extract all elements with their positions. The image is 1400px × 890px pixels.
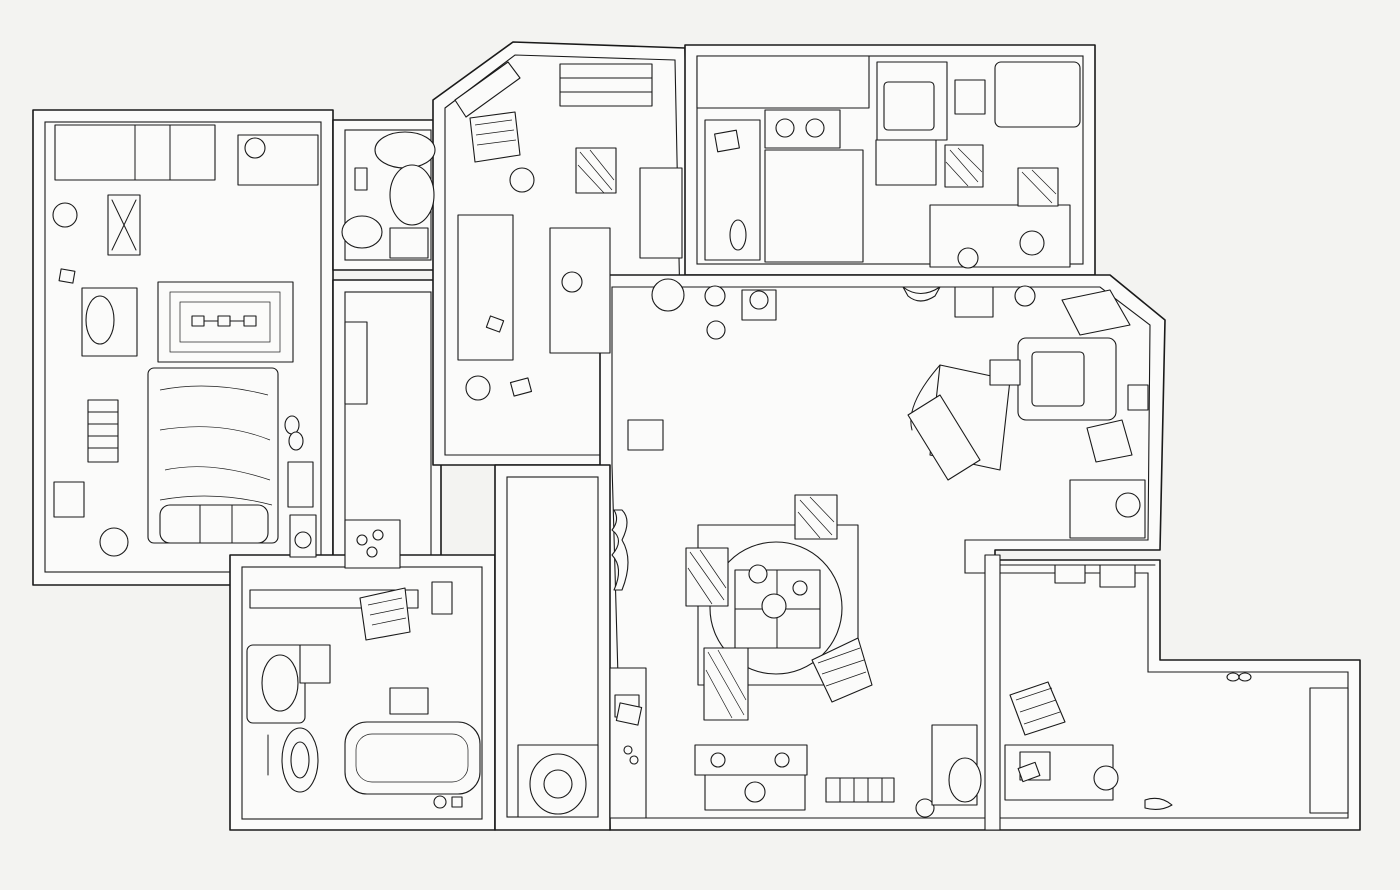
flower-box	[344, 519, 401, 569]
corner-table	[1061, 289, 1131, 336]
bath-mat	[389, 227, 429, 259]
living-bottom-wall	[694, 724, 982, 818]
toilet-room	[341, 131, 436, 259]
office-chair	[1009, 681, 1066, 736]
annex-wall	[984, 554, 1001, 831]
radiator-living	[825, 777, 895, 803]
dining-area	[685, 494, 873, 721]
box	[627, 419, 664, 451]
coat-rack	[611, 509, 629, 591]
flower-pot	[744, 781, 766, 803]
drum	[948, 757, 982, 803]
hand-basin	[341, 215, 383, 249]
bathtub	[344, 721, 481, 795]
dishwasher	[875, 139, 937, 186]
closet	[344, 321, 401, 569]
armchair-cushion	[907, 394, 981, 481]
coffee-cup-tray	[989, 359, 1021, 386]
refrigerator	[994, 61, 1081, 128]
side-table-living	[954, 286, 994, 318]
side-table	[53, 481, 85, 518]
dining-counter	[929, 204, 1071, 268]
toilet	[389, 164, 435, 226]
mirror-bath	[431, 581, 453, 615]
note-card	[1127, 384, 1149, 411]
annex-shelf	[1309, 687, 1349, 814]
shelf	[344, 321, 368, 405]
living-room	[704, 285, 1149, 539]
cup	[792, 580, 808, 596]
bedroom	[52, 124, 319, 558]
armchair-study	[469, 111, 521, 163]
slipper-right	[288, 431, 304, 451]
kitchen	[696, 55, 1081, 269]
lamp	[244, 137, 266, 159]
shoe-1	[1226, 672, 1240, 682]
bookcase	[559, 63, 653, 107]
small-toy	[1144, 797, 1173, 811]
desk-lamp	[1093, 765, 1119, 791]
radio	[1086, 419, 1133, 463]
slipper-left	[284, 415, 300, 435]
dinner-plate	[748, 564, 768, 584]
laundry-basket	[359, 587, 411, 641]
bath-towel	[299, 644, 331, 684]
kitchen-chair-2	[1017, 167, 1059, 207]
vase-2	[706, 320, 726, 340]
upper-cabinet	[696, 55, 870, 109]
book	[1099, 564, 1136, 588]
trash-can	[954, 79, 986, 115]
work-desk	[457, 214, 514, 361]
flower-vase	[761, 593, 787, 619]
kitchen-counter	[764, 149, 864, 263]
wall-shelf	[454, 61, 521, 118]
pillows	[159, 504, 269, 544]
bench	[287, 461, 314, 508]
radiator	[87, 399, 119, 463]
soap	[433, 795, 447, 809]
small-lamp	[1014, 285, 1036, 307]
office-annex	[1004, 564, 1349, 814]
study	[454, 61, 685, 451]
plate-2	[1019, 230, 1045, 256]
shoe-2	[1238, 672, 1252, 682]
note-pad	[1054, 564, 1086, 584]
vase-1	[704, 285, 726, 307]
bedside-lamp	[99, 527, 129, 557]
scattered-papers	[58, 129, 1041, 783]
bread	[729, 219, 747, 251]
waste-basket	[465, 375, 491, 401]
shoe-cabinet	[609, 667, 647, 819]
wall-lamp	[902, 286, 941, 302]
plate	[957, 247, 979, 269]
sponge	[451, 796, 463, 808]
drafting-table	[549, 227, 611, 354]
bathroom	[246, 581, 481, 809]
wall-ornament	[52, 202, 78, 228]
round-bin	[651, 278, 685, 312]
bathroom-mat	[389, 687, 429, 715]
paper-roll	[354, 167, 368, 191]
stool	[509, 167, 535, 193]
cabinet-study	[639, 167, 683, 259]
cat	[915, 798, 935, 818]
sink-basin	[374, 131, 436, 169]
